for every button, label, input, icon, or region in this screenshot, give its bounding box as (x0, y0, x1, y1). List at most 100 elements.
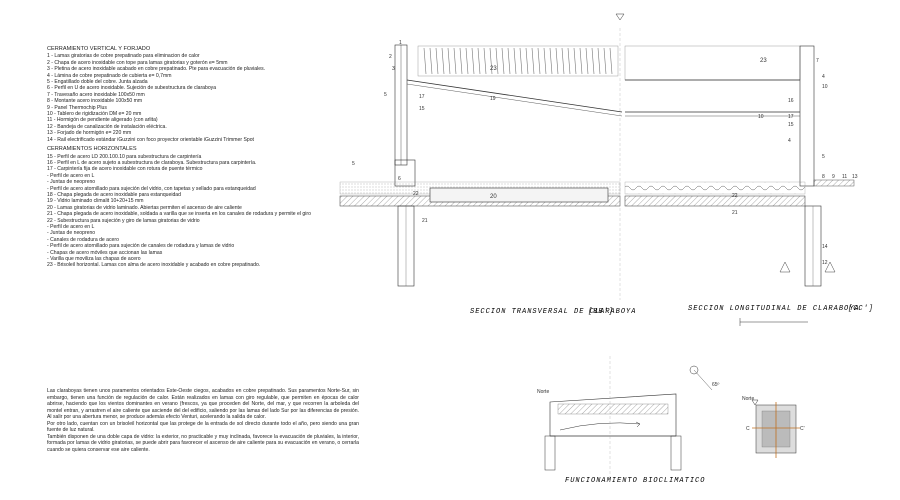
legend-vertical-item-12: 13 - Forjado de hormigón e= 220 mm (47, 130, 132, 137)
callout-22a: 22 (413, 191, 419, 197)
legend-horizontal-item-17: 23 - Brisoleil horizontal. Lamas con alm… (47, 262, 261, 269)
callout-21: 21 (422, 218, 428, 224)
legend-vertical-item-11: 12 - Bandeja de canalización de instalac… (47, 123, 167, 130)
legend-horizontal-item-15: - Chapas de acero móviles que accionan l… (47, 249, 163, 256)
callout-11: 11 (842, 174, 847, 180)
louvre-blade (471, 47, 475, 75)
legend-vertical-item-10: 11 - Hormigón de pendiente aligerado (co… (47, 117, 158, 124)
callout-19: 19 (490, 96, 496, 102)
notes-paragraph-1: Las claraboyas tienen unos paramentos or… (47, 388, 359, 420)
caption-transversal-ref: [BB'] (588, 308, 614, 316)
louvre-blade (429, 47, 433, 75)
callout-13: 13 (852, 174, 858, 180)
callout-17b: 17 (788, 114, 794, 120)
legend-vertical-item-0: 1 - Lamas giratorias de cobre prepatinad… (47, 53, 200, 60)
legend-horizontal-title: CERRAMIENTOS HORIZONTALES (47, 146, 137, 153)
section-longitudinal: 23 7 4 10 16 17 10 15 4 5 8 9 11 13 22 2… (624, 45, 858, 287)
section-transversal: 1 2 3 5 15 17 23 19 5 6 22 20 21 (339, 40, 623, 287)
legend-vertical-item-1: 2 - Chapa de acero inoxidable con tope p… (47, 59, 228, 66)
callout-5b: 5 (352, 161, 355, 167)
caption-bioclimatic: FUNCIONAMIENTO BIOCLIMATICO (565, 477, 705, 485)
legend-horizontal-item-12: - Juntas de neopreno (47, 230, 96, 237)
callout-14: 14 (822, 244, 828, 250)
legend-vertical-items: 1 - Lamas giratorias de cobre prepatinad… (47, 53, 347, 143)
sun-icon (689, 365, 713, 391)
louvre-blade (423, 47, 427, 75)
legend-horizontal-item-0: 15 - Perfil de acero LD 200.100.10 para … (47, 153, 202, 160)
legend-vertical-item-9: 10 - Tablero de rigidización DM e= 20 mm (47, 111, 142, 118)
callout-10b: 10 (758, 114, 764, 120)
legend-horizontal-item-13: - Canales de rodadura de acero (47, 236, 119, 243)
callout-23b: 23 (760, 58, 767, 64)
notes-paragraph-3: También disponen de una doble capa de vi… (47, 433, 359, 453)
louvre-blade (489, 47, 493, 75)
louvre-blade (561, 47, 565, 75)
caption-longitudinal: SECCION LONGITUDINAL DE CLARABOYA (688, 305, 860, 313)
louvre-blade (567, 47, 571, 75)
louvre-blade (501, 47, 505, 75)
louvre-blade (555, 47, 559, 75)
north-label-2: Norte (742, 396, 754, 402)
legend-horizontal-item-4: - Juntas de neopreno (47, 179, 96, 186)
legend-horizontal-item-6: 18 - Chapa plegada de acero inoxidable p… (47, 191, 181, 198)
louvre-blade (447, 47, 451, 75)
louvre-blade (531, 47, 535, 75)
callout-16: 16 (788, 98, 794, 104)
caption-transversal: SECCION TRANSVERSAL DE CLARABOYA (470, 308, 636, 316)
louvre-blade (495, 47, 499, 75)
callout-8: 8 (822, 174, 825, 180)
callout-17a: 17 (419, 94, 425, 100)
callout-4a: 4 (822, 74, 825, 80)
north-arrow-icon (751, 399, 759, 406)
notes: Las claraboyas tienen unos paramentos or… (47, 388, 359, 453)
legend-vertical-title: CERRAMIENTO VERTICAL Y FORJADO (47, 46, 151, 52)
louvre-blade (585, 47, 589, 75)
legend-horizontal-item-1: 16 - Perfil en L de acero sujeto a subes… (47, 159, 257, 166)
caption-longitudinal-ref: [CC'] (848, 305, 874, 313)
brisoleil-louvres (417, 45, 619, 77)
louvre-blade (477, 47, 481, 75)
callout-1: 1 (399, 40, 402, 46)
callout-22b: 22 (732, 193, 738, 199)
louvre-blade (609, 47, 613, 75)
louvre-blade (507, 47, 511, 75)
louvre-blade (543, 47, 547, 75)
callout-12: 12 (822, 260, 828, 266)
louvre-blade (591, 47, 595, 75)
legend-horizontal-item-11: - Perfil de acero en L (47, 223, 95, 230)
louvre-blade (597, 47, 601, 75)
callout-23a: 23 (490, 66, 497, 72)
louvre-blade (573, 47, 577, 75)
north-label: Norte (537, 389, 549, 395)
callout-15b: 15 (788, 122, 794, 128)
callout-7: 7 (816, 58, 819, 64)
callout-15: 15 (419, 106, 425, 112)
notes-paragraph-2: Por otro lado, cuentan con un brisoleil … (47, 420, 359, 434)
callout-5c: 5 (822, 154, 825, 160)
legend-horizontal-item-16: - Varilla que moviliza las chapas de ace… (47, 256, 141, 262)
louvre-blade (549, 47, 553, 75)
bioclimatic-diagram: Norte 65º (537, 356, 720, 478)
callout-9: 9 (832, 174, 835, 180)
callout-6: 6 (398, 176, 401, 182)
north-arrow-top-icon (615, 13, 625, 300)
legend-horizontal-item-10: 22 - Subestructura para sujeción y giro … (47, 217, 200, 224)
callout-5a: 5 (384, 92, 387, 98)
louvre-blade (435, 47, 439, 75)
louvre-blade (483, 47, 487, 75)
louvre-blade (465, 47, 469, 75)
legend-horizontal-item-9: 21 - Chapa plegada de acero inoxidable, … (47, 211, 311, 218)
callout-21b: 21 (732, 210, 738, 216)
angle-label: 65º (712, 382, 720, 388)
legend-vertical-item-6: 7 - Travesaño acero inoxidable 100x50 mm (47, 91, 145, 98)
legend-vertical-item-13: 14 - Rail electrificado estándar iGuzzin… (47, 136, 254, 143)
legend-horizontal-item-3: - Perfil de acero en L (47, 172, 95, 179)
legend-vertical-item-2: 3 - Pletina de acero inoxidable acabado … (47, 66, 266, 73)
callout-20: 20 (490, 194, 497, 200)
legend-vertical-item-8: 9 - Panel Thermochip Plus (47, 104, 107, 111)
legend-horizontal-item-14: - Perfil de acero atornillado para sujec… (47, 243, 235, 250)
louvre-blade (441, 47, 445, 75)
key-plan: Norte C C' (742, 396, 805, 458)
key-c: C (746, 426, 750, 432)
